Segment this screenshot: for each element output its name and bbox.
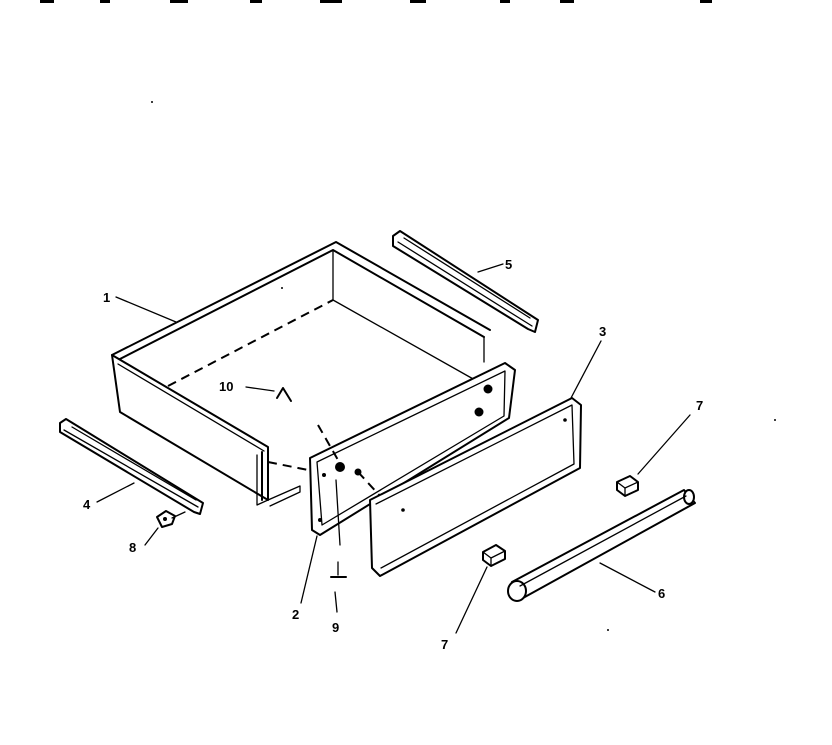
callout-8: 8	[129, 540, 136, 555]
callout-7-upper: 7	[696, 398, 703, 413]
callout-7-lower: 7	[441, 637, 448, 652]
callout-4: 4	[83, 497, 91, 512]
front-panel-outer	[369, 397, 582, 577]
callout-2: 2	[292, 607, 299, 622]
drawer-body	[111, 241, 491, 507]
assembly-lines	[267, 424, 383, 546]
leader-lines	[96, 263, 691, 634]
clip-10	[276, 387, 292, 402]
handle-rod	[507, 489, 696, 602]
slide-rail-left	[59, 418, 204, 515]
front-panel-inner	[309, 362, 516, 536]
callout-3: 3	[599, 324, 606, 339]
slide-rail-right	[392, 230, 539, 333]
pin-9	[330, 561, 347, 578]
callout-10: 10	[219, 379, 233, 394]
callout-9: 9	[332, 620, 339, 635]
callout-5: 5	[505, 257, 512, 272]
end-cap-upper	[616, 475, 639, 497]
scan-specks	[151, 101, 776, 631]
callout-labels: 1 2 3 4 5 6 7 7 8 9 10	[83, 257, 703, 652]
callout-1: 1	[103, 290, 110, 305]
callout-6: 6	[658, 586, 665, 601]
top-edge-artifacts	[40, 0, 712, 3]
end-cap-lower	[482, 544, 506, 567]
screw-8	[156, 510, 186, 528]
